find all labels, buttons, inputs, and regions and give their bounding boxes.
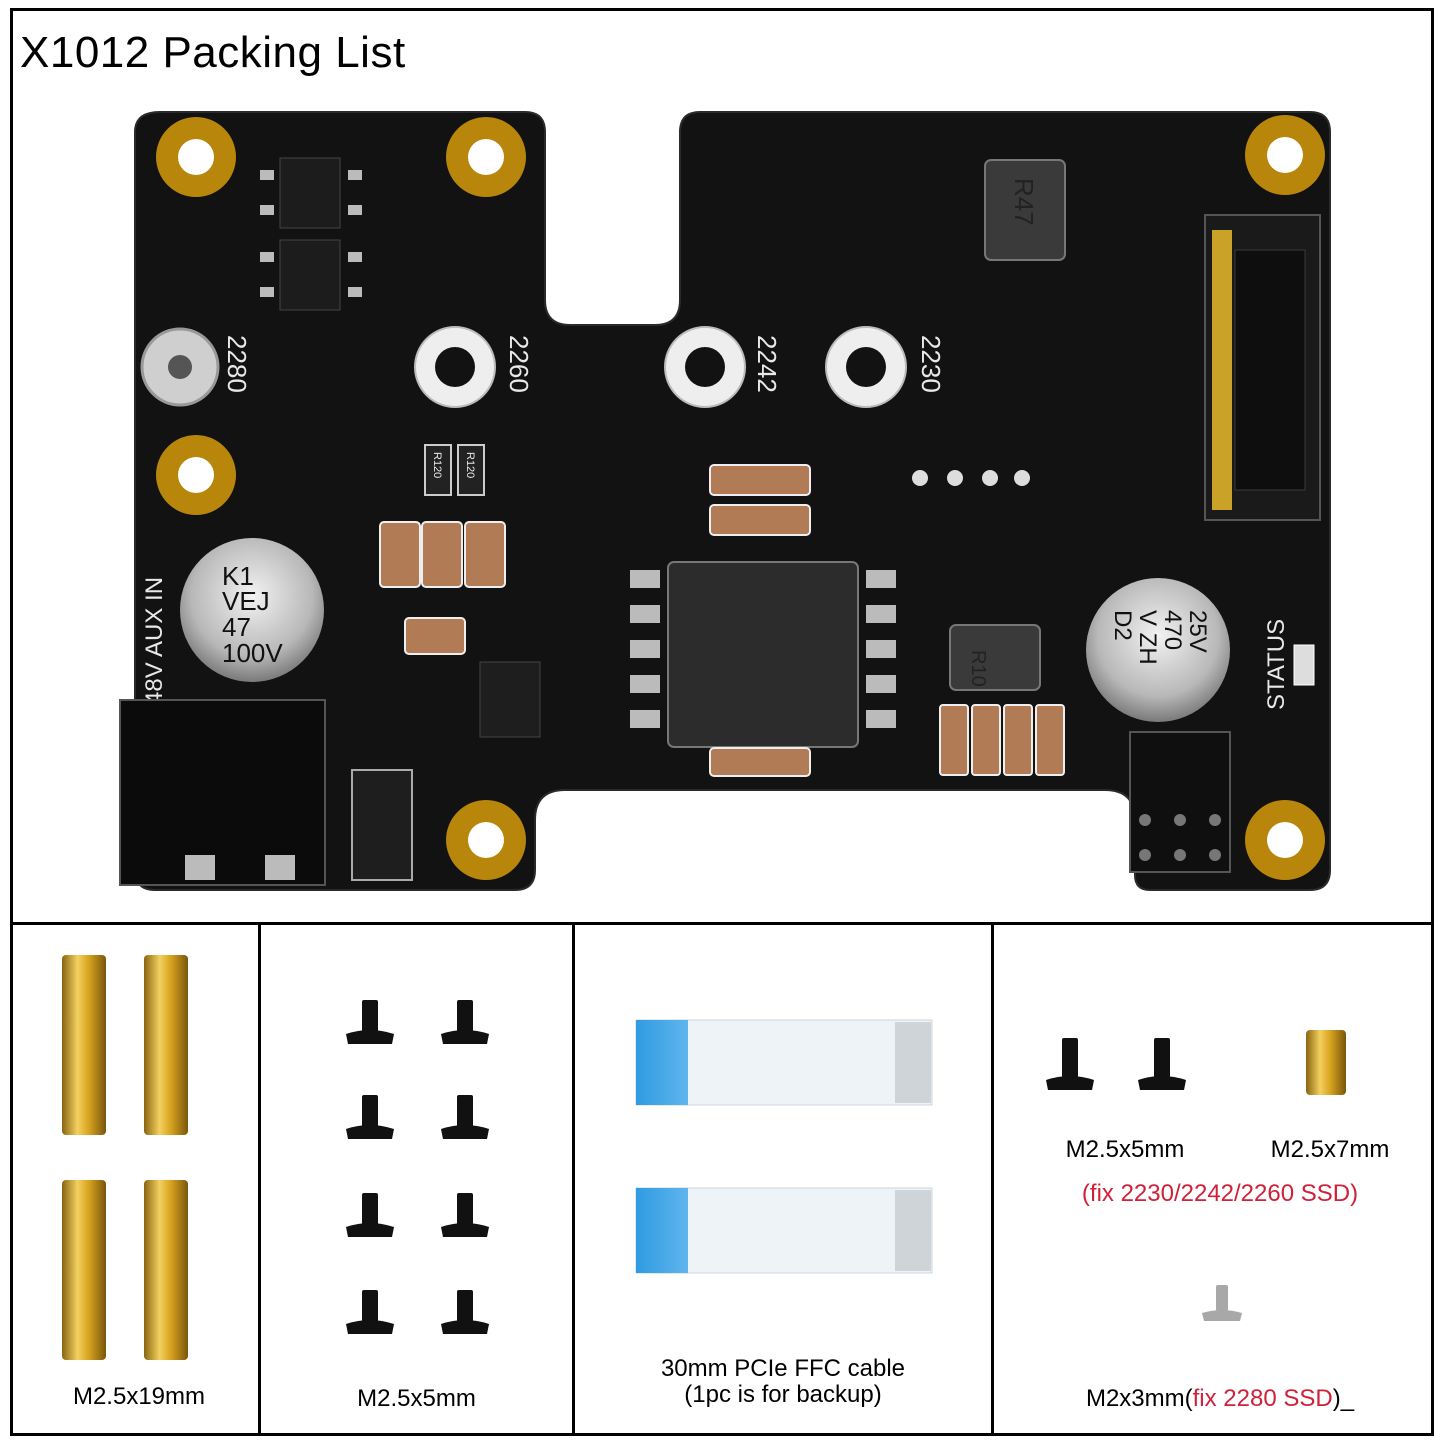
m2x3-label-red: fix 2280 SSD bbox=[1192, 1385, 1333, 1412]
m2x3-label-suffix: )_ bbox=[1332, 1385, 1355, 1412]
packing-list-frame bbox=[10, 8, 1434, 1436]
silk-cap-left-4: 100V bbox=[222, 638, 283, 668]
ssd-fix-note: (fix 2230/2242/2260 SSD) bbox=[1081, 1180, 1359, 1207]
cell-divider bbox=[991, 922, 994, 1436]
silk-cap-left-3: 47 bbox=[222, 612, 251, 642]
ffc-cable-label: 30mm PCIe FFC cable (1pc is for backup) bbox=[575, 1356, 991, 1408]
silk-2242: 2242 bbox=[752, 335, 782, 393]
m2x3-label: M2x3mm(fix 2280 SSD)_ bbox=[1000, 1385, 1440, 1413]
x1012-board-image: 2280 2260 2242 2230 48V AUX IN STATUS R4… bbox=[119, 111, 1331, 891]
standoff-label: M2.5x19mm bbox=[72, 1383, 206, 1410]
cell-divider bbox=[572, 922, 575, 1436]
silk-status: STATUS bbox=[1263, 619, 1290, 710]
silk-cap-right-1: 25V bbox=[1184, 610, 1211, 653]
standoff-m25x7-label: M2.5x7mm bbox=[1270, 1136, 1390, 1163]
silk-cap-right-2: 470 bbox=[1159, 610, 1186, 650]
silk-2230: 2230 bbox=[916, 335, 946, 393]
silk-aux-in: 48V AUX IN bbox=[141, 577, 168, 705]
silk-cap-right-4: D2 bbox=[1109, 610, 1136, 641]
m2x3-label-prefix: M2x3mm( bbox=[1085, 1385, 1193, 1412]
silk-res-b: R120 bbox=[464, 452, 476, 478]
silk-res-a: R120 bbox=[431, 452, 443, 478]
ffc-cable-label-line2: (1pc is for backup) bbox=[684, 1381, 882, 1408]
screw-m25x5-label: M2.5x5mm bbox=[1065, 1136, 1185, 1163]
silk-inductor-mid: R10 bbox=[967, 650, 989, 687]
silk-cap-right-3: V ZH bbox=[1134, 610, 1161, 665]
silk-inductor-top: R47 bbox=[1009, 178, 1039, 226]
screw-label: M2.5x5mm bbox=[357, 1385, 476, 1412]
ffc-cable-label-line1: 30mm PCIe FFC cable bbox=[660, 1355, 906, 1382]
silk-2280: 2280 bbox=[222, 335, 252, 393]
silk-cap-left-1: K1 bbox=[222, 561, 254, 591]
cell-divider bbox=[258, 922, 261, 1436]
silk-cap-left-2: VEJ bbox=[222, 586, 270, 616]
section-divider bbox=[10, 922, 1434, 925]
page-title: X1012 Packing List bbox=[20, 28, 406, 77]
silk-2260: 2260 bbox=[504, 335, 534, 393]
